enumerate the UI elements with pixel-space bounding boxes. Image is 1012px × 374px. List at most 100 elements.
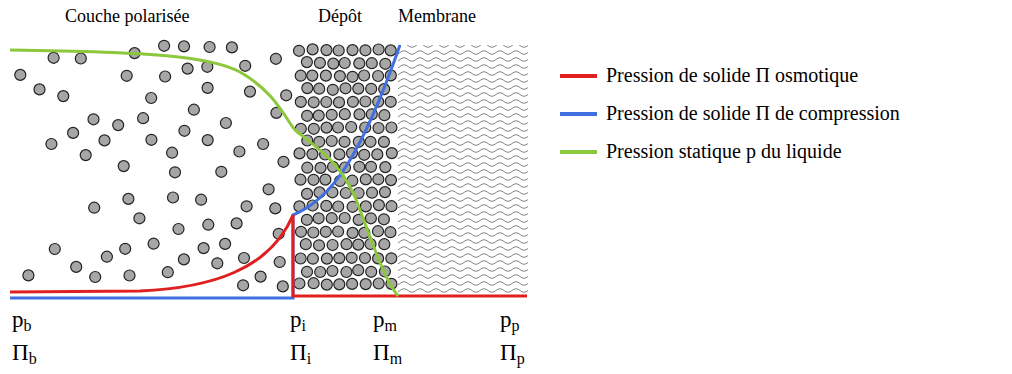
particle: [295, 253, 306, 264]
particle: [241, 201, 252, 212]
particle: [173, 224, 184, 235]
particle: [366, 83, 377, 94]
particle: [258, 139, 269, 150]
particle: [294, 278, 305, 289]
particle: [379, 239, 390, 250]
particle: [320, 226, 331, 237]
particle: [360, 201, 371, 212]
particle: [294, 45, 305, 56]
particle: [333, 226, 344, 237]
particle: [240, 60, 251, 71]
particle: [334, 71, 345, 82]
particle: [255, 271, 266, 282]
particle: [346, 252, 357, 263]
particle: [307, 70, 318, 81]
particle: [386, 148, 397, 159]
particle: [334, 97, 345, 108]
particle: [326, 213, 337, 224]
particle: [378, 136, 389, 147]
particle: [347, 45, 358, 56]
particle: [321, 45, 332, 56]
particle: [315, 267, 326, 278]
particle: [274, 257, 285, 268]
particle: [347, 227, 358, 238]
particle: [80, 150, 91, 161]
particle: [196, 194, 207, 205]
particle: [212, 258, 223, 269]
particle: [341, 239, 352, 250]
particle: [302, 110, 313, 121]
region-label: Membrane: [398, 6, 476, 27]
legend-sample: [560, 74, 597, 78]
particle: [373, 278, 384, 289]
particle: [101, 251, 112, 262]
particle: [34, 84, 45, 95]
particle: [75, 53, 86, 64]
particle: [314, 240, 325, 251]
particle: [354, 109, 365, 120]
particle: [386, 122, 397, 133]
particle: [198, 243, 209, 254]
particle: [320, 70, 331, 81]
particle: [333, 45, 344, 56]
particle: [239, 253, 250, 264]
particle: [123, 193, 134, 204]
particle: [167, 147, 178, 158]
particle: [179, 125, 190, 136]
particle: [385, 45, 396, 56]
particle: [302, 266, 313, 277]
particle: [328, 58, 339, 69]
particle: [366, 58, 377, 69]
particle: [90, 272, 101, 283]
particle: [366, 161, 377, 172]
legend-text: Pression de solide Π de compression: [606, 102, 900, 125]
particle: [301, 214, 312, 225]
osmotic-symbol: Πi: [290, 340, 311, 366]
particle: [148, 238, 159, 249]
particle: [179, 41, 190, 52]
particle: [315, 162, 326, 173]
pressure-symbol: pi: [290, 307, 306, 333]
particle: [307, 253, 318, 264]
particle: [385, 96, 396, 107]
particle: [321, 279, 332, 290]
particle: [220, 118, 231, 129]
particle: [321, 122, 332, 133]
particle: [354, 161, 365, 172]
particle: [238, 280, 249, 291]
particle: [334, 279, 345, 290]
particle: [202, 135, 213, 146]
particle: [295, 70, 306, 81]
particle: [307, 44, 318, 55]
particle: [353, 83, 364, 94]
particle: [326, 109, 337, 120]
particle: [321, 200, 332, 211]
particle: [380, 162, 391, 173]
particle: [68, 127, 79, 138]
particle: [373, 71, 384, 82]
particle: [308, 174, 319, 185]
particle: [277, 281, 288, 292]
particle: [354, 58, 365, 69]
particle: [120, 243, 131, 254]
particle: [327, 240, 338, 251]
particle: [302, 162, 313, 173]
particle: [308, 123, 319, 134]
particle: [301, 57, 312, 68]
osmotic-pressure-curve: [10, 215, 527, 296]
particle: [333, 201, 344, 212]
particle: [220, 238, 231, 249]
particle: [333, 122, 344, 133]
particle: [278, 156, 289, 167]
particle: [339, 109, 350, 120]
particle: [378, 214, 389, 225]
pressure-symbol: pb: [12, 307, 32, 333]
particle: [347, 96, 358, 107]
particle: [321, 253, 332, 264]
particle: [339, 58, 350, 69]
particle: [327, 266, 338, 277]
particle: [308, 97, 319, 108]
particle: [347, 278, 358, 289]
particle: [263, 184, 274, 195]
osmotic-symbol: Πm: [373, 340, 402, 366]
